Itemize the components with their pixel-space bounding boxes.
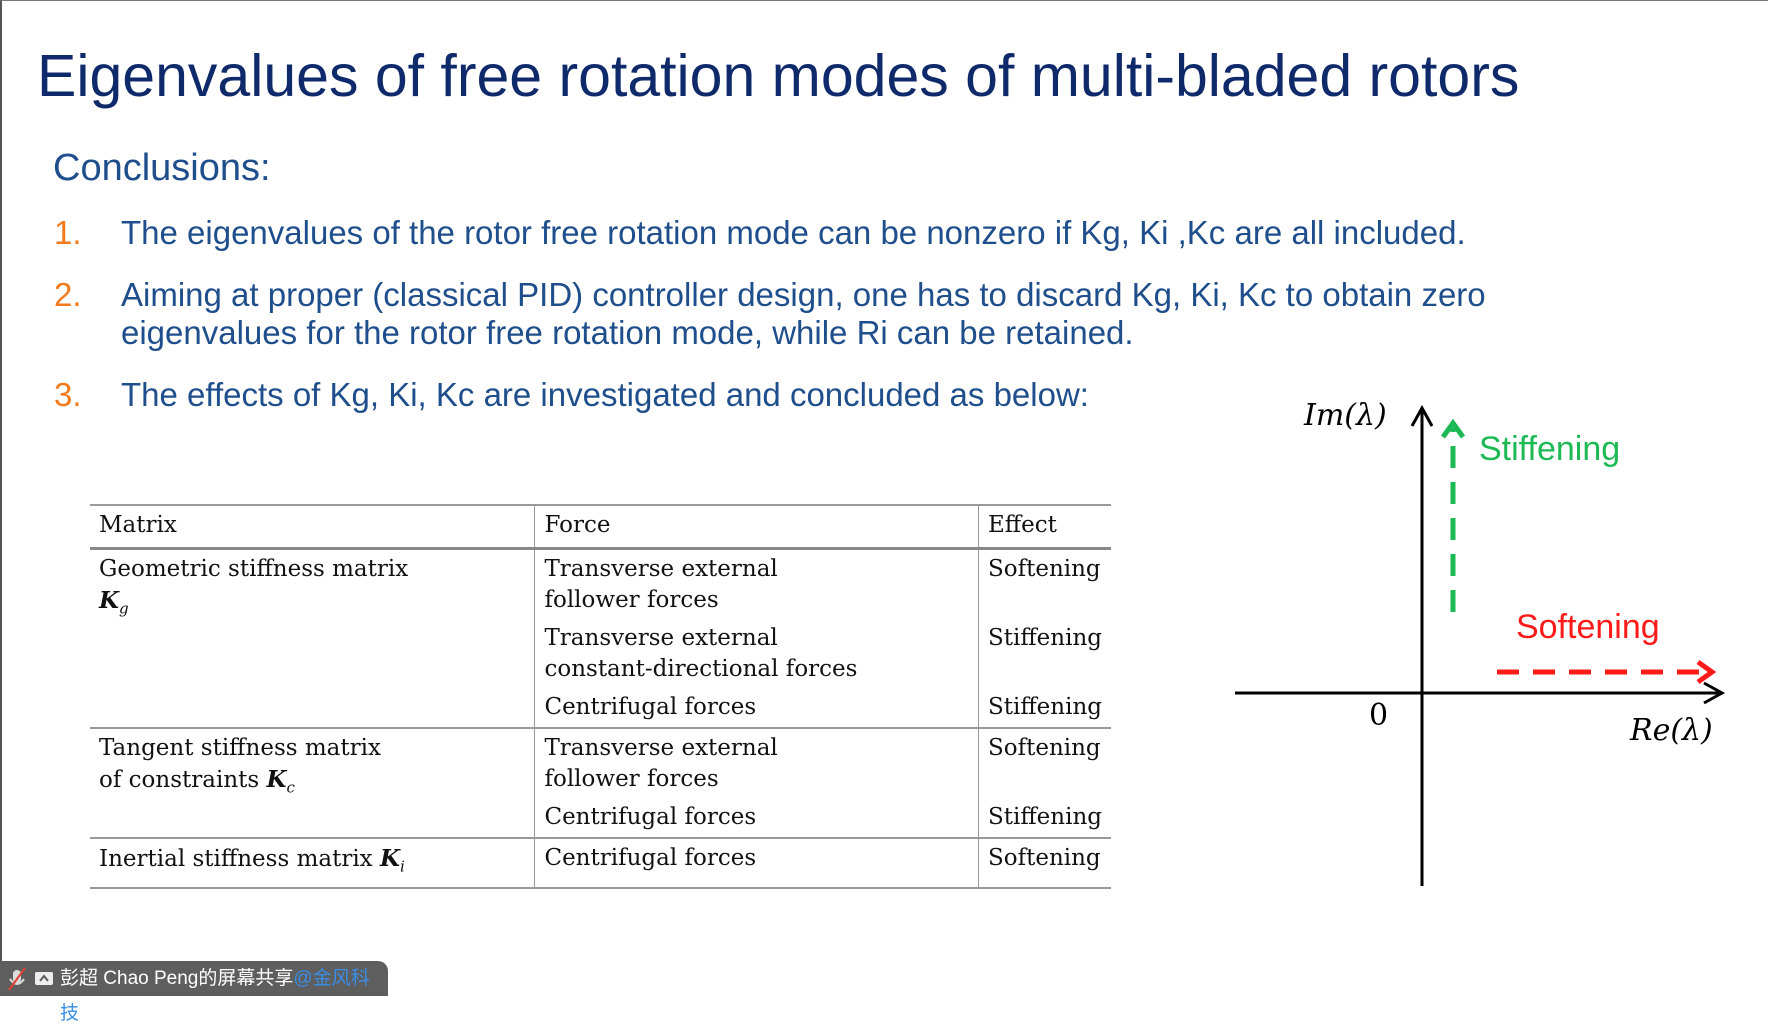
conclusions-heading: Conclusions: [53,147,271,189]
matrix-cell: Tangent stiffness matrix of constraints … [90,728,536,839]
origin-label: 0 [1369,698,1389,733]
effect-cell: Softening Stiffening [978,728,1111,839]
matrix-cell: Inertial stiffness matrix Ki [90,838,536,889]
table-row: Inertial stiffness matrix Ki Centrifugal… [90,838,1111,889]
screen-share-bar[interactable]: 彭超 Chao Peng的屏幕共享@金风科技 [0,961,388,1024]
item-number: 3. [54,376,82,413]
screen-share-icon [34,961,54,1008]
slide-title: Eigenvalues of free rotation modes of mu… [37,43,1520,109]
item-text: The effects of Kg, Ki, Kc are investigat… [121,376,1089,413]
softening-label: Softening [1516,608,1660,646]
matrix-cell: Geometric stiffness matrix Kg [90,548,536,729]
matrix-name: Geometric stiffness matrix [99,556,409,582]
force-cell: Centrifugal forces [534,838,979,889]
matrix-symbol: Kc [266,766,295,797]
matrix-symbol: Ki [379,845,405,876]
effect-cell: Softening [978,838,1111,889]
y-axis-label: Im(λ) [1304,398,1387,433]
item-text: The eigenvalues of the rotor free rotati… [121,214,1466,251]
stiffening-label: Stiffening [1479,430,1621,468]
mic-muted-icon[interactable] [6,961,26,1008]
matrix-symbol: Kg [99,587,129,618]
header-matrix: Matrix [90,504,536,550]
stiffening-arrow [1440,418,1466,612]
item-number: 1. [54,214,82,251]
table-row: Tangent stiffness matrix of constraints … [90,728,1111,839]
header-force: Force [534,504,979,550]
effect-cell: Softening Stiffening Stiffening [978,548,1111,729]
header-effect: Effect [978,504,1111,550]
softening-arrow [1497,659,1717,685]
eigenvalue-diagram [1235,404,1726,886]
real-axis [1235,681,1726,705]
x-axis-label: Re(λ) [1630,713,1713,748]
effects-table: Matrix Force Effect Geometric stiffness … [90,504,1111,889]
table-header-row: Matrix Force Effect [90,504,1111,550]
item-text: Aiming at proper (classical PID) control… [121,276,1486,351]
table-row: Geometric stiffness matrix Kg Transverse… [90,548,1111,729]
item-number: 2. [54,276,82,313]
slide-frame [0,0,1768,995]
imaginary-axis [1410,404,1434,886]
share-bar-text: 彭超 Chao Peng的屏幕共享 [60,968,294,989]
